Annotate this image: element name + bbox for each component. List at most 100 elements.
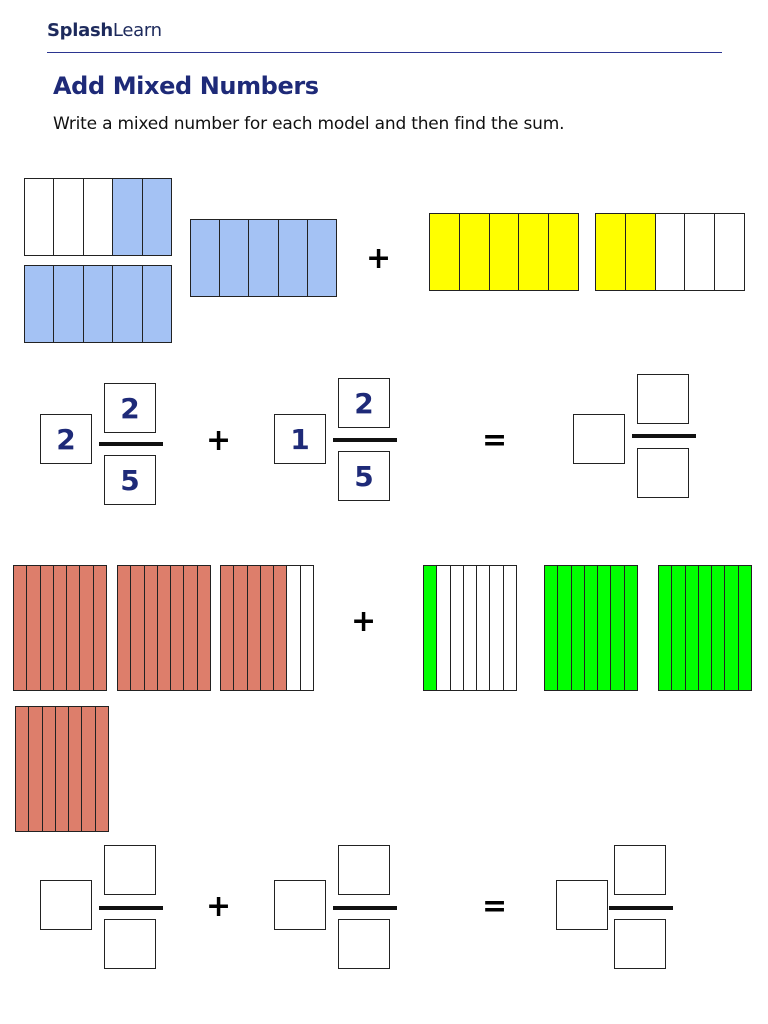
whole-number-box[interactable] bbox=[573, 414, 625, 464]
shaded-part bbox=[249, 220, 279, 296]
shaded-part bbox=[69, 707, 83, 831]
plus-sign: + bbox=[366, 241, 392, 276]
unshaded-part bbox=[685, 214, 716, 290]
shaded-part bbox=[278, 220, 308, 296]
denominator-box[interactable] bbox=[614, 919, 666, 969]
denominator-box[interactable]: 5 bbox=[338, 451, 390, 501]
shaded-part bbox=[16, 707, 30, 831]
shaded-part bbox=[685, 566, 699, 690]
equals-sign: = bbox=[482, 423, 508, 458]
numerator-box[interactable]: 2 bbox=[104, 383, 156, 433]
shaded-part bbox=[82, 707, 96, 831]
fraction-model bbox=[13, 565, 107, 691]
shaded-part bbox=[171, 566, 185, 690]
numerator-box[interactable] bbox=[338, 845, 390, 895]
shaded-part bbox=[67, 566, 81, 690]
unshaded-part bbox=[437, 566, 451, 690]
shaded-part bbox=[142, 179, 172, 255]
shaded-part bbox=[672, 566, 686, 690]
shaded-part bbox=[53, 566, 68, 690]
shaded-part bbox=[545, 566, 559, 690]
unshaded-part bbox=[655, 214, 686, 290]
shaded-part bbox=[725, 566, 739, 690]
numerator-box[interactable]: 2 bbox=[338, 378, 390, 428]
unshaded-part bbox=[503, 566, 516, 690]
shaded-part bbox=[25, 266, 55, 342]
fraction-bar bbox=[99, 442, 163, 446]
shaded-part bbox=[118, 566, 132, 690]
fraction-model bbox=[24, 265, 172, 343]
fraction-model bbox=[24, 178, 172, 256]
shaded-part bbox=[260, 566, 275, 690]
denominator-box[interactable] bbox=[338, 919, 390, 969]
shaded-part bbox=[113, 266, 143, 342]
fraction-model bbox=[220, 565, 314, 691]
shaded-part bbox=[113, 179, 143, 255]
worksheet-title: Add Mixed Numbers bbox=[53, 72, 319, 100]
fraction-model bbox=[423, 565, 517, 691]
plus-sign: + bbox=[206, 889, 232, 924]
unshaded-part bbox=[287, 566, 301, 690]
numerator-box[interactable] bbox=[614, 845, 666, 895]
whole-number-box[interactable] bbox=[40, 880, 92, 930]
shaded-part bbox=[221, 566, 235, 690]
shaded-part bbox=[274, 566, 288, 690]
shaded-part bbox=[659, 566, 673, 690]
header-divider bbox=[47, 52, 722, 53]
shaded-part bbox=[40, 566, 54, 690]
shaded-part bbox=[142, 266, 172, 342]
whole-number-box[interactable] bbox=[556, 880, 608, 930]
shaded-part bbox=[55, 707, 70, 831]
denominator-box[interactable]: 5 bbox=[104, 455, 156, 505]
unshaded-part bbox=[490, 566, 504, 690]
whole-number-box[interactable] bbox=[274, 880, 326, 930]
shaded-part bbox=[571, 566, 585, 690]
unshaded-part bbox=[715, 214, 744, 290]
shaded-part bbox=[83, 266, 114, 342]
shaded-part bbox=[712, 566, 726, 690]
shaded-part bbox=[558, 566, 572, 690]
unshaded-part bbox=[450, 566, 464, 690]
denominator-box[interactable] bbox=[637, 448, 689, 498]
plus-sign: + bbox=[351, 604, 377, 639]
denominator-box[interactable] bbox=[104, 919, 156, 969]
unshaded-part bbox=[463, 566, 478, 690]
shaded-part bbox=[54, 266, 84, 342]
shaded-part bbox=[430, 214, 460, 290]
shaded-part bbox=[459, 214, 490, 290]
shaded-part bbox=[184, 566, 198, 690]
whole-number-box[interactable]: 2 bbox=[40, 414, 92, 464]
fraction-bar bbox=[99, 906, 163, 910]
shaded-part bbox=[42, 707, 56, 831]
unshaded-part bbox=[300, 566, 313, 690]
shaded-part bbox=[611, 566, 625, 690]
fraction-bar bbox=[333, 438, 397, 442]
shaded-part bbox=[93, 566, 106, 690]
fraction-model bbox=[595, 213, 745, 291]
shaded-part bbox=[584, 566, 599, 690]
shaded-part bbox=[549, 214, 578, 290]
shaded-part bbox=[624, 566, 637, 690]
unshaded-part bbox=[54, 179, 84, 255]
fraction-model bbox=[429, 213, 579, 291]
fraction-model bbox=[544, 565, 638, 691]
shaded-part bbox=[29, 707, 43, 831]
shaded-part bbox=[625, 214, 656, 290]
shaded-part bbox=[307, 220, 337, 296]
shaded-part bbox=[234, 566, 248, 690]
shaded-part bbox=[14, 566, 28, 690]
shaded-part bbox=[144, 566, 158, 690]
shaded-part bbox=[191, 220, 221, 296]
fraction-bar bbox=[609, 906, 673, 910]
unshaded-part bbox=[83, 179, 114, 255]
fraction-bar bbox=[333, 906, 397, 910]
shaded-part bbox=[489, 214, 520, 290]
numerator-box[interactable] bbox=[104, 845, 156, 895]
fraction-model bbox=[117, 565, 211, 691]
shaded-part bbox=[519, 214, 550, 290]
shaded-part bbox=[95, 707, 108, 831]
whole-number-box[interactable]: 1 bbox=[274, 414, 326, 464]
numerator-box[interactable] bbox=[637, 374, 689, 424]
plus-sign: + bbox=[206, 423, 232, 458]
shaded-part bbox=[247, 566, 261, 690]
